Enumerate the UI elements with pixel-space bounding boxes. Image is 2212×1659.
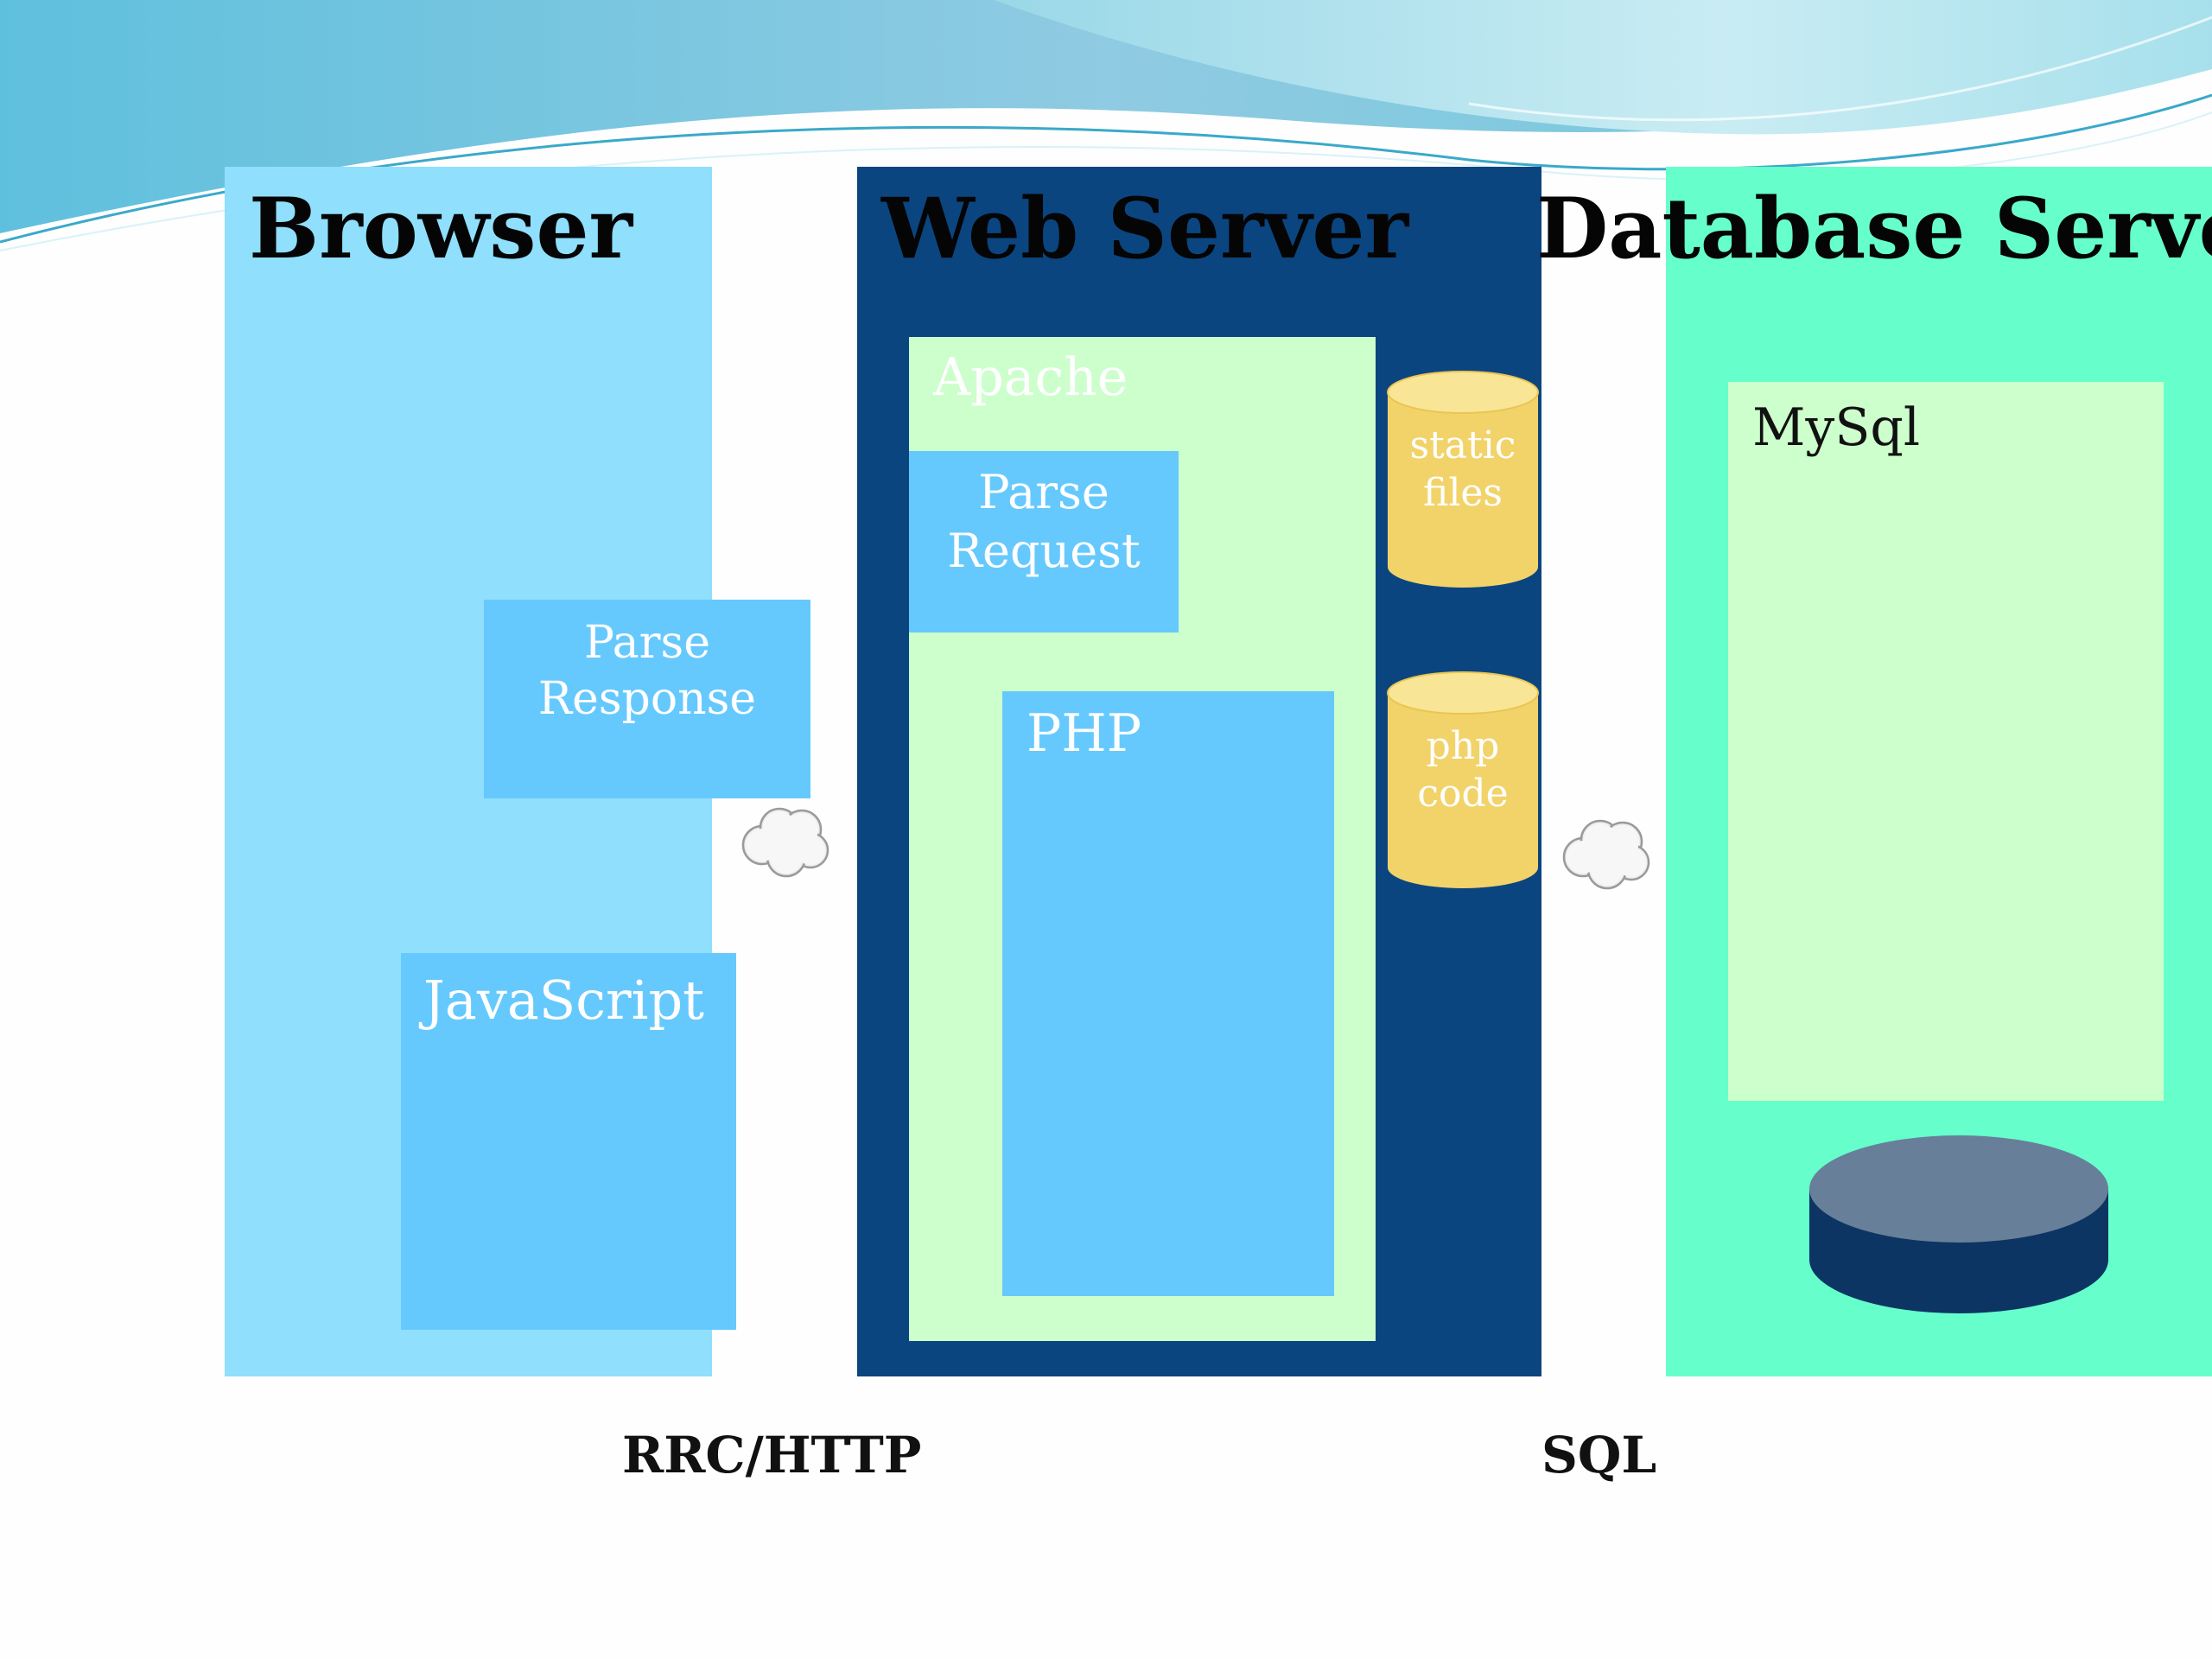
- static-files-line2: files: [1422, 471, 1503, 515]
- php-code-line2: code: [1417, 772, 1509, 816]
- parse-request-line1: Parse: [978, 465, 1109, 519]
- static-files-cylinder: [1387, 371, 1539, 588]
- parse-response-box: Parse Response: [484, 600, 810, 798]
- php-code-cylinder: [1387, 671, 1539, 888]
- mysql-label: MySql: [1752, 397, 1921, 458]
- parse-response-line2: Response: [537, 673, 757, 725]
- php-code-label: php code: [1384, 722, 1541, 817]
- php-label: PHP: [1027, 703, 1142, 764]
- javascript-label: JavaScript: [423, 969, 705, 1032]
- browser-title: Browser: [249, 180, 633, 277]
- http-connection-label: RRC/HTTP: [622, 1426, 922, 1484]
- parse-request-box: Parse Request: [909, 451, 1179, 632]
- database-disk-icon: [1809, 1135, 2108, 1313]
- http-cloud-icon: [741, 807, 830, 878]
- mysql-box: MySql: [1728, 382, 2164, 1101]
- web-server-title: Web Server: [881, 180, 1409, 277]
- php-code-line1: php: [1426, 724, 1500, 768]
- database-server-title: Database Server: [1536, 180, 2212, 277]
- sql-cloud-icon: [1562, 819, 1650, 890]
- apache-label: Apache: [933, 347, 1128, 408]
- php-box: PHP: [1002, 691, 1334, 1296]
- static-files-line1: static: [1409, 423, 1516, 467]
- static-files-label: static files: [1384, 422, 1541, 517]
- parse-response-label: Parse Response: [484, 615, 810, 728]
- parse-request-label: Parse Request: [909, 463, 1179, 580]
- parse-response-line1: Parse: [584, 617, 710, 669]
- javascript-box: JavaScript: [401, 953, 736, 1330]
- parse-request-line2: Request: [947, 523, 1141, 578]
- sql-connection-label: SQL: [1541, 1426, 1657, 1484]
